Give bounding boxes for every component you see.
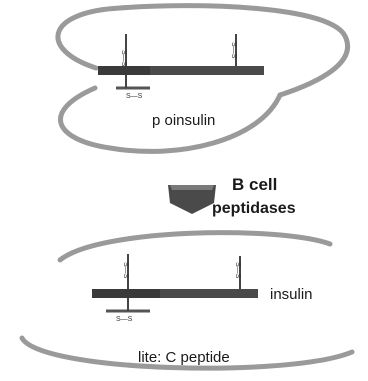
proinsulin-disulfide-bond-2: S—S [230, 34, 237, 66]
proinsulin-bond-1-label: S—S [120, 50, 127, 67]
insulin-molecule: S—S S—S S—S insulin [60, 233, 330, 323]
insulin-bond-1-label: S—S [122, 262, 129, 279]
insulin-disulfide-bond-1: S—S [122, 254, 129, 289]
c-peptide-label: lite: C peptide [138, 349, 230, 366]
insulin-bond-2-label: S—S [234, 262, 241, 279]
proinsulin-molecule: S—S S—S S—S p oinsulin [58, 6, 348, 152]
enzyme-label-line2: peptidases [212, 200, 296, 217]
c-peptide-fragment: lite: C peptide [22, 338, 352, 368]
insulin-label: insulin [270, 286, 313, 303]
processing-arrow [168, 185, 216, 214]
insulin-upper-arc [60, 233, 330, 260]
enzyme-label-line1: B cell [232, 175, 277, 194]
proinsulin-bond-3-label: S—S [126, 93, 143, 100]
proinsulin-label: p oinsulin [152, 112, 215, 129]
insulin-bond-3-label: S—S [116, 316, 133, 323]
proinsulin-a-chain [150, 66, 264, 75]
proinsulin-bond-2-label: S—S [230, 42, 237, 59]
insulin-disulfide-bond-2: S—S [234, 256, 241, 289]
proinsulin-disulfide-bond-1: S—S [120, 34, 127, 67]
proinsulin-c-peptide-loop [58, 6, 348, 152]
